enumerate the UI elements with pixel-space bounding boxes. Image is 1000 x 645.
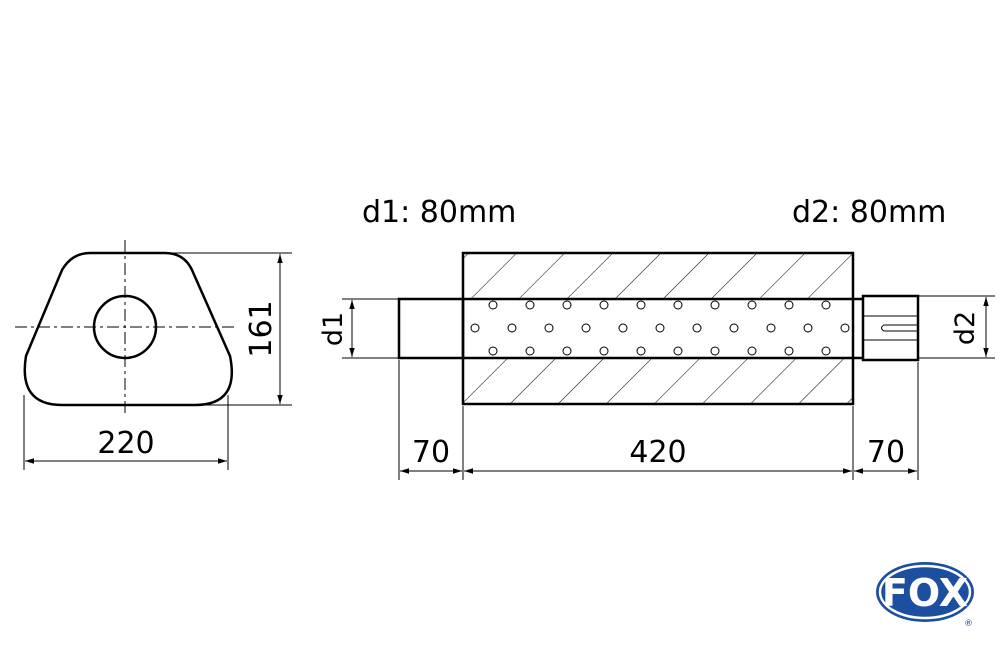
height-value: 161 bbox=[244, 300, 279, 357]
perforation-hole bbox=[525, 346, 535, 356]
inlet-length-value: 70 bbox=[412, 435, 450, 470]
perforation-hole bbox=[470, 323, 480, 333]
d2-dimension: d2 bbox=[919, 295, 995, 359]
perforation-hole bbox=[747, 300, 757, 310]
perforation-hole bbox=[766, 323, 776, 333]
perforation-hole bbox=[544, 323, 554, 333]
d1-spec-label: d1: 80mm bbox=[362, 195, 516, 230]
perforation-hole bbox=[581, 323, 591, 333]
length-dimensions: 70 420 70 bbox=[398, 360, 919, 480]
perforation-hole bbox=[710, 300, 720, 310]
d2-label: d2 bbox=[950, 311, 981, 345]
perforations bbox=[470, 300, 850, 356]
perforation-hole bbox=[729, 323, 739, 333]
perforation-hole bbox=[562, 300, 572, 310]
perforation-hole bbox=[784, 346, 794, 356]
triangular-outline bbox=[23, 251, 234, 407]
muffler-body bbox=[461, 251, 855, 406]
perforation-hole bbox=[525, 300, 535, 310]
perforation-hole bbox=[507, 323, 517, 333]
perforation-hole bbox=[599, 346, 609, 356]
logo-text: FOX bbox=[882, 571, 968, 615]
registered-mark: ® bbox=[964, 619, 973, 629]
perforation-hole bbox=[636, 300, 646, 310]
front-view bbox=[15, 240, 235, 415]
d1-label: d1 bbox=[318, 312, 349, 346]
perforation-hole bbox=[488, 300, 498, 310]
perforation-hole bbox=[784, 300, 794, 310]
perforation-hole bbox=[803, 323, 813, 333]
perforation-hole bbox=[821, 346, 831, 356]
width-dimension: 220 bbox=[23, 395, 229, 470]
body-length-value: 420 bbox=[629, 435, 686, 470]
perforation-hole bbox=[673, 346, 683, 356]
d1-dimension: d1 bbox=[318, 298, 398, 359]
perforation-hole bbox=[821, 300, 831, 310]
perforation-hole bbox=[488, 346, 498, 356]
perforation-hole bbox=[673, 300, 683, 310]
perforation-hole bbox=[562, 346, 572, 356]
perforation-hole bbox=[618, 323, 628, 333]
perforation-hole bbox=[636, 346, 646, 356]
perforation-hole bbox=[747, 346, 757, 356]
height-dimension: 161 bbox=[168, 252, 292, 406]
d2-spec-label: d2: 80mm bbox=[792, 195, 946, 230]
outlet-pipe bbox=[853, 294, 920, 362]
perforation-hole bbox=[599, 300, 609, 310]
perforation-hole bbox=[655, 323, 665, 333]
inlet-pipe bbox=[397, 297, 465, 360]
perforation-hole bbox=[710, 346, 720, 356]
perforation-hole bbox=[840, 323, 850, 333]
perforation-hole bbox=[692, 323, 702, 333]
outlet-length-value: 70 bbox=[867, 435, 905, 470]
fox-logo: FOX ® bbox=[876, 562, 974, 629]
width-value: 220 bbox=[97, 426, 154, 461]
